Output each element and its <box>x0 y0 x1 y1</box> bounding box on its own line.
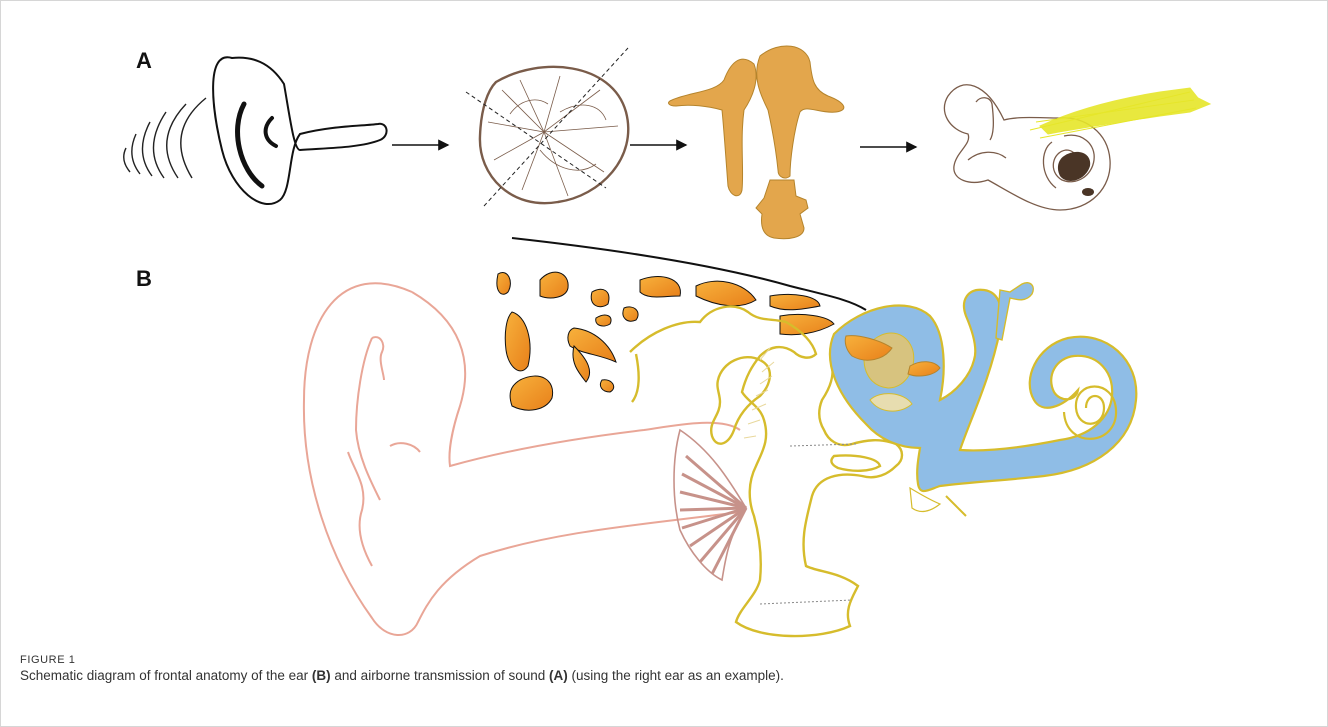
caption-ref-b: (B) <box>312 668 331 683</box>
caption-part-1: Schematic diagram of frontal anatomy of … <box>20 668 312 683</box>
tympanic-membrane <box>466 48 628 206</box>
inner-ear-labyrinth-b <box>830 283 1136 516</box>
figure-caption: FIGURE 1 Schematic diagram of frontal an… <box>20 654 1310 683</box>
sound-waves <box>124 98 206 178</box>
caption-part-3: (using the right ear as an example). <box>568 668 784 683</box>
caption-text: Schematic diagram of frontal anatomy of … <box>20 668 1310 683</box>
caption-part-2: and airborne transmission of sound <box>331 668 549 683</box>
panel-label-a: A <box>136 48 152 73</box>
eardrum-cone <box>674 430 746 580</box>
flow-arrows <box>392 145 916 147</box>
caption-label: FIGURE 1 <box>20 654 1310 666</box>
ear-anatomy-figure: A B <box>0 0 1328 645</box>
caption-ref-a: (A) <box>549 668 568 683</box>
cochlear-nerve <box>1040 88 1210 134</box>
ossicles <box>669 46 844 239</box>
middle-ear-hair-fringe <box>744 348 774 438</box>
temporal-bone-fragments <box>497 272 834 410</box>
panel-label-b: B <box>136 266 152 291</box>
outer-ear-pinna <box>213 57 386 204</box>
